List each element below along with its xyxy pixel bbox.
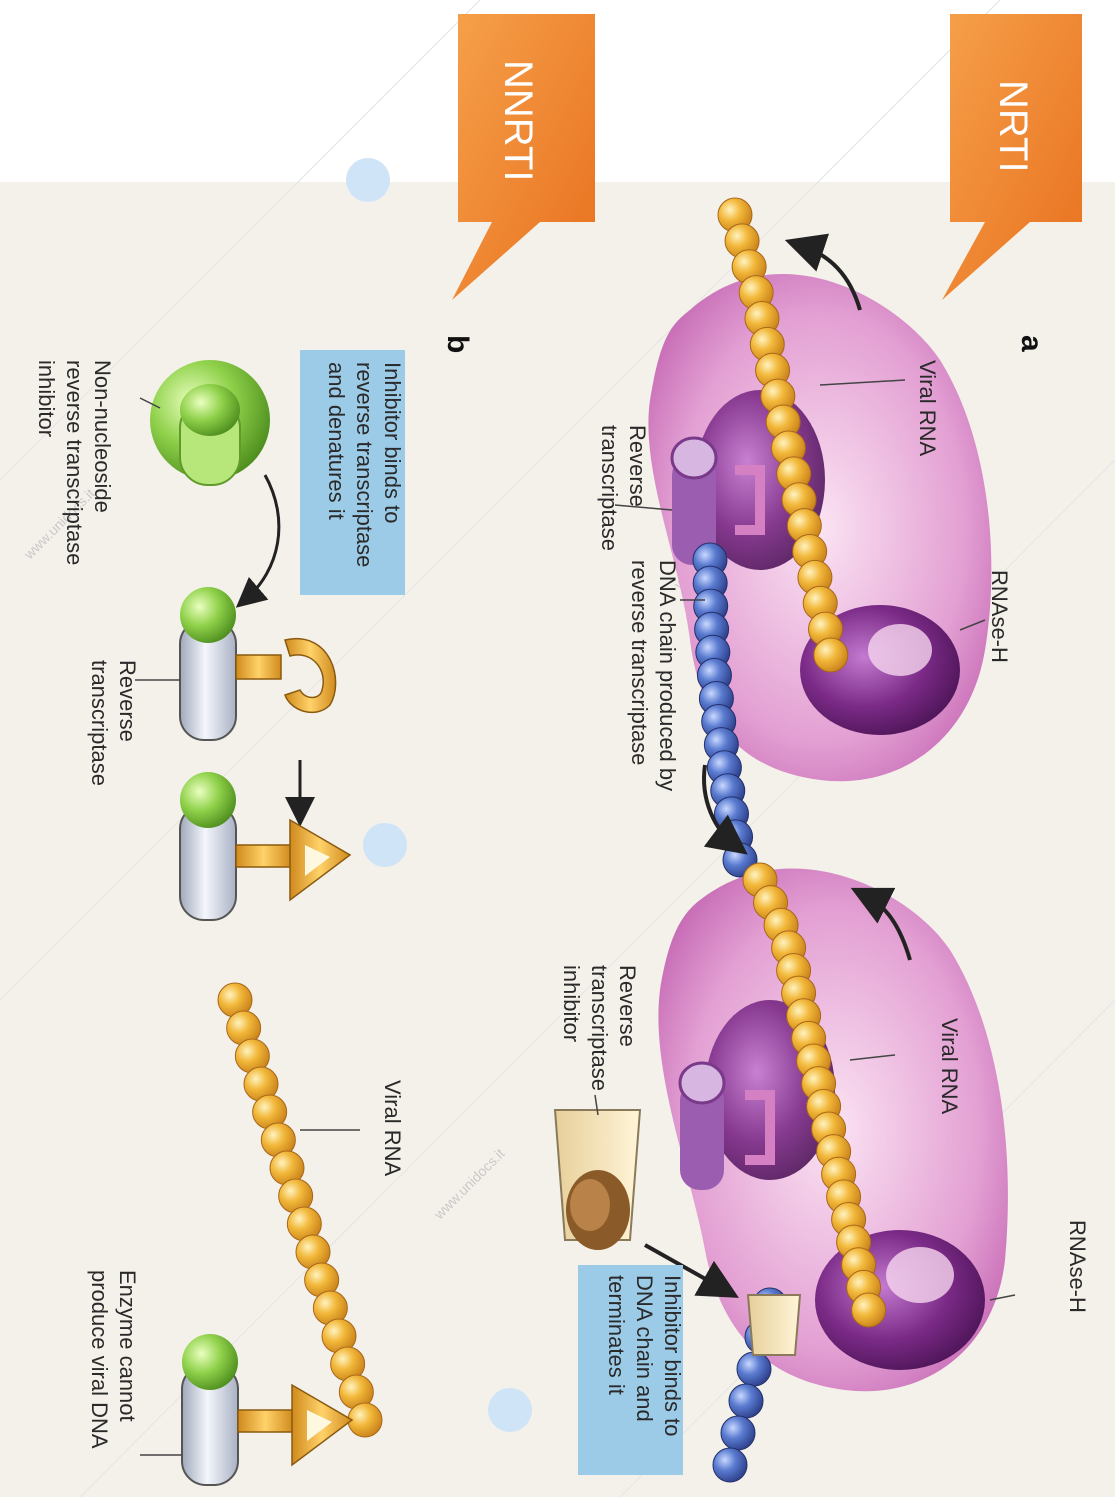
dna-bead — [713, 1448, 747, 1482]
dna-bead — [721, 1416, 755, 1450]
panel-a-label: a — [1015, 335, 1048, 352]
rna-bead — [852, 1293, 886, 1327]
viral-rna-label-3: Viral RNA — [380, 1080, 405, 1177]
viral-rna-label-2: Viral RNA — [937, 1018, 962, 1115]
nnrti-tag-text: NNRTI — [496, 60, 540, 181]
dna-bead — [729, 1384, 763, 1418]
nrti-tag-text: NRTI — [991, 80, 1035, 173]
panel-b-label: b — [441, 335, 474, 353]
dna-bead — [737, 1352, 771, 1386]
rnase-h-label-1: RNAse-H — [987, 570, 1012, 663]
viral-rna-label-1: Viral RNA — [915, 360, 940, 457]
rnase-h-label-2: RNAse-H — [1065, 1220, 1090, 1313]
nrti-terminator-icon — [748, 1295, 800, 1355]
rna-bead — [814, 638, 848, 672]
nrti-inhibitor-icon — [555, 1110, 640, 1250]
